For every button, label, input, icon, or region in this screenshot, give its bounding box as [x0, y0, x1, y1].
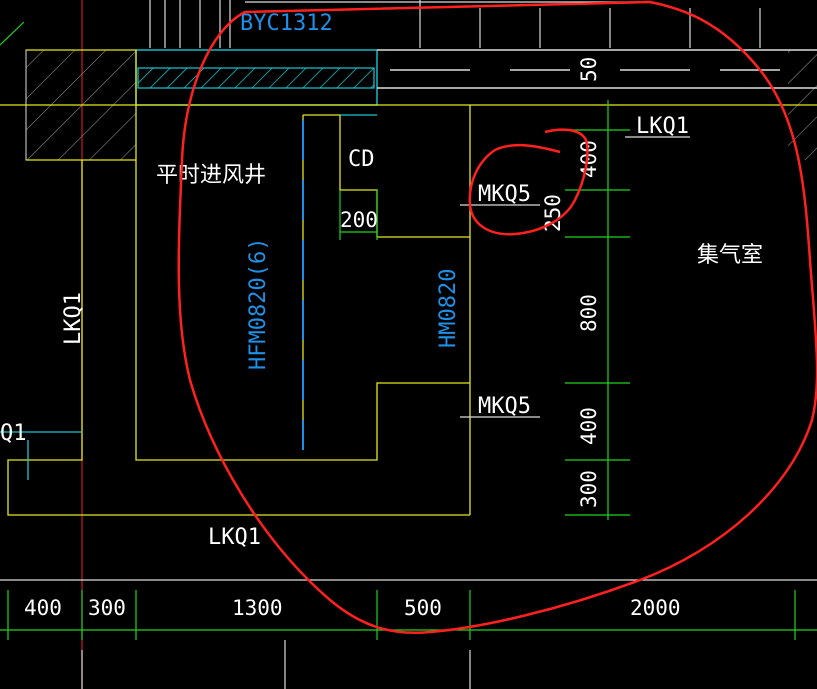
window-band — [135, 49, 378, 106]
hm-door-label: HM0820 — [436, 269, 461, 348]
bottom-lines — [0, 579, 817, 689]
hdim-label-1300: 1300 — [232, 596, 283, 620]
hdim-label-500: 500 — [404, 596, 442, 620]
hdim-label-2000: 2000 — [630, 596, 681, 620]
q1-left-label: Q1 — [0, 421, 27, 446]
vdim-label-400-top: 400 — [577, 140, 601, 178]
vdim-label-400-mid: 400 — [577, 407, 601, 445]
dim-200-label: 200 — [340, 208, 378, 232]
vertical-dim-chain — [565, 100, 630, 520]
lkq1-bottom-label: LKQ1 — [208, 525, 261, 550]
markup-small-circle — [468, 128, 589, 236]
vdim-label-800: 800 — [577, 294, 601, 332]
mkq5-lower-label: MKQ5 — [478, 394, 531, 419]
cd-label: CD — [348, 147, 375, 172]
pressure-vent-label: 平时进风井 — [156, 163, 266, 188]
door-frames — [0, 114, 377, 480]
gas-room-label: 集气室 — [697, 243, 763, 268]
hfm-door-label: HFM0820(6) — [246, 238, 271, 370]
hdim-label-300: 300 — [88, 596, 126, 620]
bottom-dim-chain — [0, 590, 817, 640]
hdim-label-400: 400 — [24, 596, 62, 620]
markup-large-circle — [177, 0, 817, 634]
leader-lines — [460, 136, 690, 418]
dim-200-line — [339, 190, 378, 240]
top-dim-50-label: 50 — [577, 57, 601, 82]
lkq1-top-right-label: LKQ1 — [636, 114, 689, 139]
vdim-label-300: 300 — [577, 470, 601, 508]
window-label-top: BYC1312 — [240, 11, 333, 36]
lkq1-left-label: LKQ1 — [61, 292, 86, 345]
mkq5-upper-label: MKQ5 — [478, 182, 531, 207]
axis-diagonal — [0, 21, 25, 46]
